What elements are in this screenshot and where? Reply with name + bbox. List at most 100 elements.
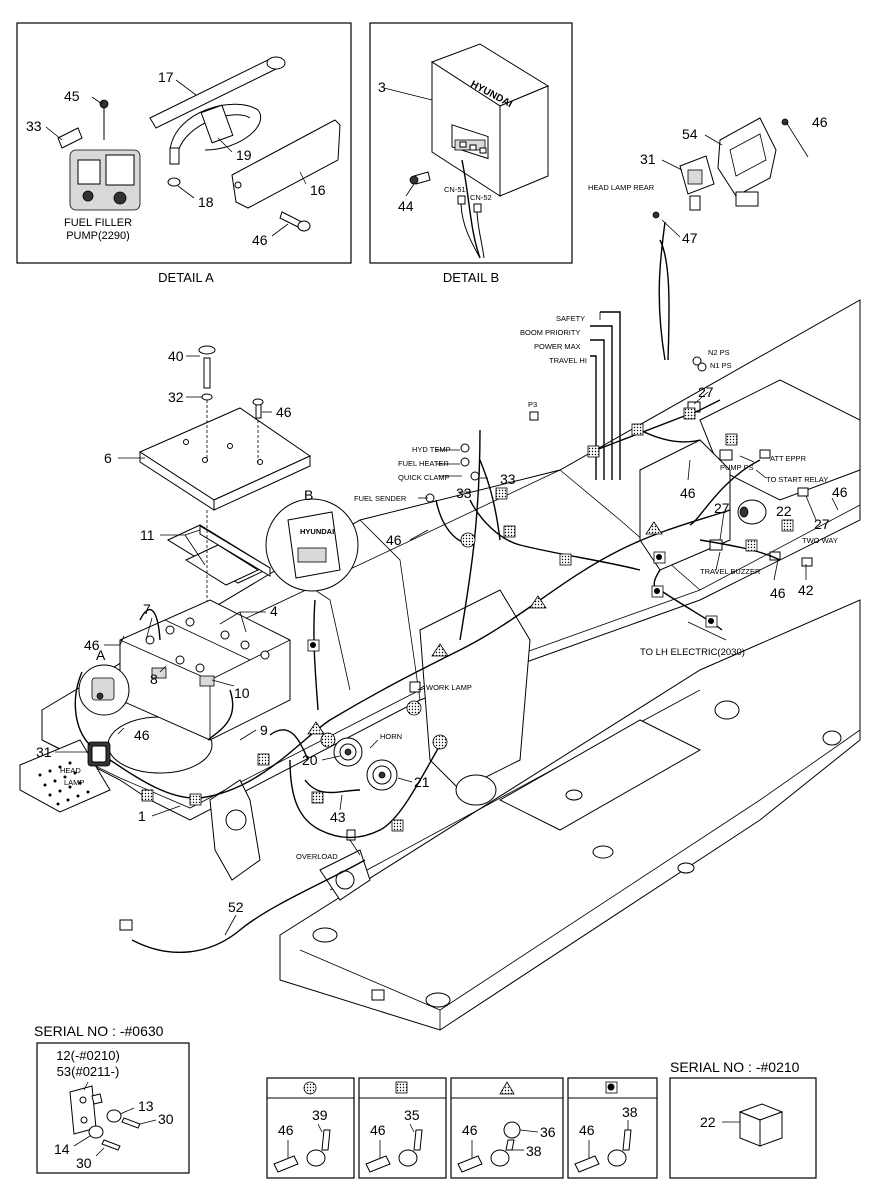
label-boom-priority: BOOM PRIORITY [520, 328, 580, 337]
fuel-filler-label: FUEL FILLER [64, 217, 132, 229]
callout-9: 9 [260, 722, 268, 738]
label-att-eppr: ATT EPPR [770, 454, 807, 463]
serial-left-panel: 12(-#0210) 53(#0211-) 13 30 14 30 [36, 1042, 190, 1174]
head-lamp-front [87, 741, 111, 767]
callout-6: 6 [104, 450, 112, 466]
zoom-circle-a [78, 664, 130, 716]
detail-b-panel: HYUNDAI 3 44 CN-51 CN-52 [369, 22, 573, 264]
callout-19: 19 [236, 147, 252, 163]
leader-lines [55, 121, 839, 936]
label-to-lh-electric: TO LH ELECTRIC(2030) [640, 647, 745, 658]
head-lamp-rear-assembly [652, 117, 789, 219]
callout-46c: 46 [134, 727, 150, 743]
legend3-part-38: 38 [526, 1143, 542, 1159]
callout-14: 14 [54, 1141, 70, 1157]
harness-clamps [141, 407, 794, 832]
callout-13: 13 [138, 1098, 154, 1114]
callout-40: 40 [168, 348, 184, 364]
callout-11: 11 [140, 527, 155, 543]
label-n2-ps: N2 PS [708, 348, 730, 357]
callout-52: 52 [228, 899, 244, 915]
legend4-part-38: 38 [622, 1104, 638, 1120]
callout-7: 7 [143, 601, 151, 617]
zoom-label-b: B [304, 487, 313, 503]
label-power-max: POWER MAX [534, 342, 581, 351]
legend-circle-dotted: 46 39 [266, 1077, 355, 1179]
label-p3: P3 [528, 400, 537, 409]
label-n1-ps: N1 PS [710, 361, 732, 370]
callout-30: 30 [158, 1111, 174, 1127]
callout-46g: 46 [770, 585, 786, 601]
symbol-triangle-dotted [499, 1081, 515, 1095]
callout-46d: 46 [812, 114, 828, 130]
label-lamp: LAMP [64, 778, 84, 787]
legend-triangle-dotted: 46 36 38 [450, 1077, 564, 1179]
legend2-part-35: 35 [404, 1107, 420, 1123]
legend-square-dotted: 46 35 [358, 1077, 447, 1179]
callout-22: 22 [776, 503, 792, 519]
label-travel-buzzer: TRAVEL BUZZER [700, 567, 761, 576]
callout-27: 27 [698, 384, 714, 400]
callout-46: 46 [276, 404, 292, 420]
callout-21: 21 [414, 774, 430, 790]
serial-right-panel: 22 [669, 1077, 817, 1179]
label-head: HEAD [60, 766, 81, 775]
callout-46: 46 [252, 232, 268, 248]
callout-42: 42 [798, 582, 814, 598]
detail-b-caption: DETAIL B [443, 270, 499, 285]
symbol-square-dotted [395, 1081, 408, 1094]
detail-a-panel: 17 45 33 19 18 16 46 FUEL FILLER PUMP(22… [16, 22, 352, 264]
callout-20: 20 [302, 752, 318, 768]
legend3-part-36: 36 [540, 1124, 556, 1140]
callout-32: 32 [168, 389, 184, 405]
callout-31b: 31 [640, 151, 656, 167]
serial-left-line2: 53(#0211-) [57, 1064, 120, 1079]
callout-30b: 30 [76, 1155, 92, 1171]
right-side-components [119, 356, 813, 931]
serial-right-title: SERIAL NO : -#0210 [670, 1059, 800, 1075]
main-callouts: 40 32 46 6 11 7 4 46 8 10 46 31 9 1 20 2… [36, 114, 848, 915]
battery-assembly [119, 345, 312, 741]
callout-10: 10 [234, 685, 250, 701]
callout-16: 16 [310, 182, 326, 198]
callout-18: 18 [198, 194, 214, 210]
symbol-circle-dotted [303, 1081, 317, 1095]
svg-text:HYUNDAI: HYUNDAI [300, 527, 334, 536]
horn-21 [366, 759, 398, 791]
connector-cn52: CN-52 [470, 193, 492, 202]
callout-17: 17 [158, 69, 174, 85]
callout-46e: 46 [680, 485, 696, 501]
legend4-part-46: 46 [579, 1122, 595, 1138]
callout-3: 3 [378, 79, 386, 95]
label-fuel-heater: FUEL HEATER [398, 459, 449, 468]
callout-54: 54 [682, 126, 698, 142]
battery-caps [145, 617, 270, 673]
label-travel-hi: TRAVEL HI [549, 356, 587, 365]
label-overload: OVERLOAD [296, 852, 338, 861]
detail-a-caption: DETAIL A [158, 270, 214, 285]
horn-20 [333, 737, 363, 767]
legend1-part-39: 39 [312, 1107, 328, 1123]
label-pump-ps: PUMP PS [720, 463, 754, 472]
label-to-start-relay: TO START RELAY [766, 475, 828, 484]
callout-44: 44 [398, 198, 414, 214]
legend1-part-46: 46 [278, 1122, 294, 1138]
callout-31: 31 [36, 744, 52, 760]
callout-33b: 33 [456, 485, 472, 501]
callout-8: 8 [150, 671, 158, 687]
legend3-part-46: 46 [462, 1122, 478, 1138]
callout-45: 45 [64, 88, 80, 104]
connector-cn51: CN-51 [444, 185, 466, 194]
label-work-lamp: WORK LAMP [426, 683, 472, 692]
label-hyd-temp: HYD TEMP [412, 445, 451, 454]
callout-22b: 22 [700, 1114, 716, 1130]
callout-43: 43 [330, 809, 346, 825]
label-fuel-sender: FUEL SENDER [354, 494, 407, 503]
callout-4: 4 [270, 603, 278, 619]
label-horn: HORN [380, 732, 402, 741]
callout-47: 47 [682, 230, 698, 246]
wire-labels: HEAD LAMP REAR SAFETY BOOM PRIORITY POWE… [60, 183, 838, 861]
callout-27c: 27 [814, 516, 830, 532]
callout-33: 33 [26, 118, 42, 134]
